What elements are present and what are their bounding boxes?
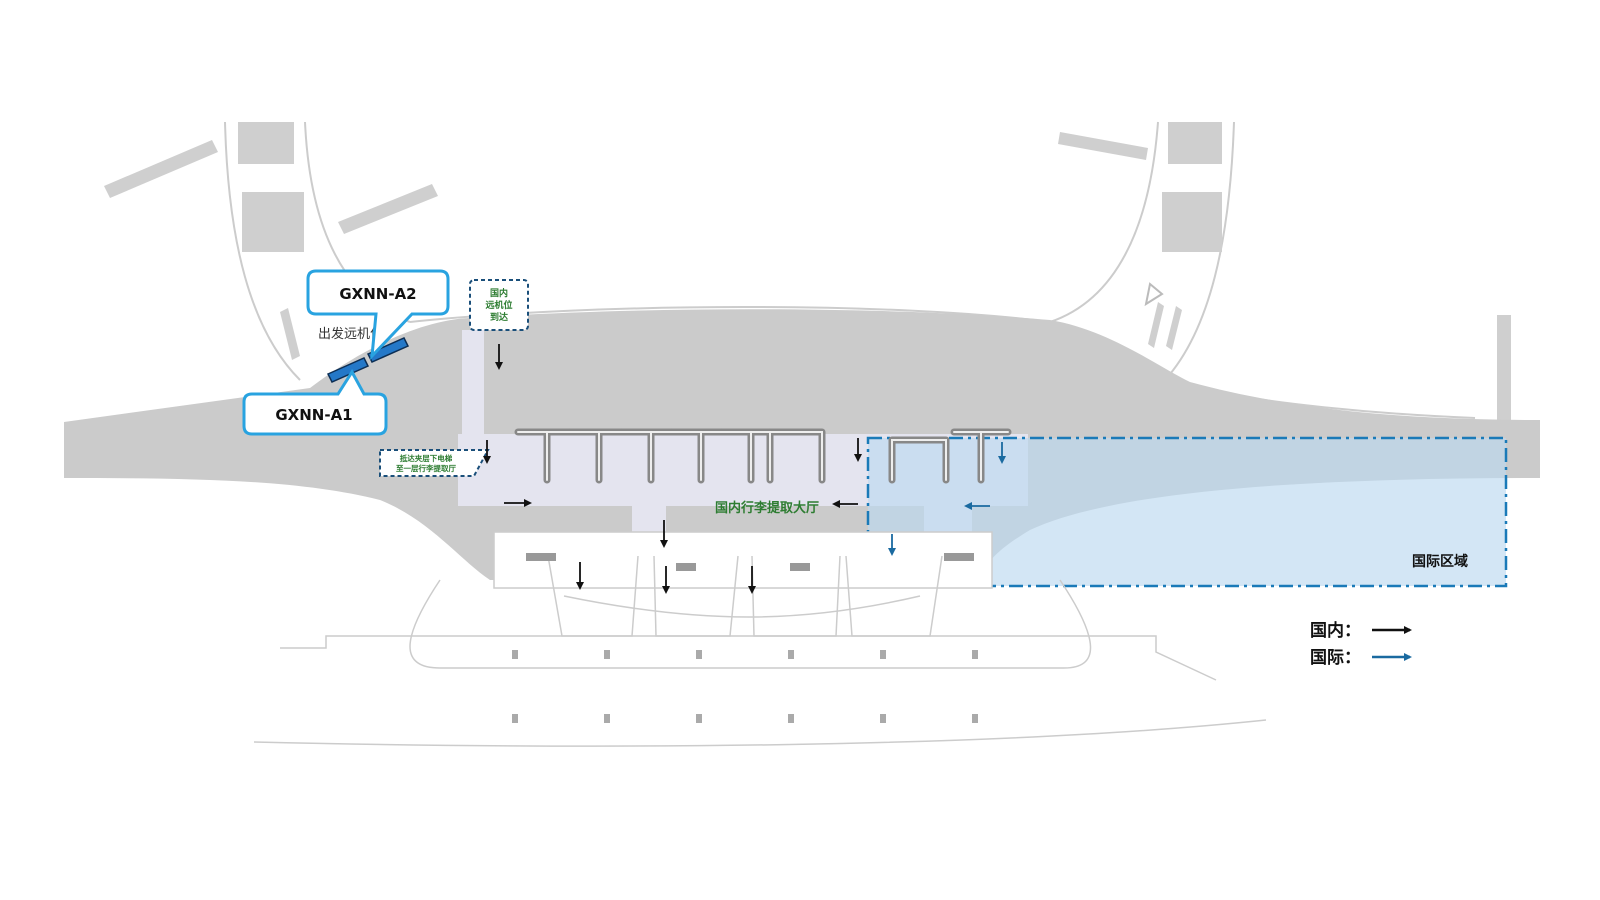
note-arrival-line-2: 远机位 bbox=[485, 299, 512, 311]
domestic-baggage-hall-label: 国内行李提取大厅 bbox=[715, 500, 819, 516]
callout-gxnn-a1: GXNN-A1 bbox=[242, 369, 388, 436]
legend: 国内： 国际： bbox=[1310, 620, 1412, 668]
note-escalator-line-2: 至一层行李提取厅 bbox=[396, 463, 456, 473]
left-stands bbox=[104, 122, 438, 360]
landside-outlines bbox=[253, 531, 1267, 747]
right-stands bbox=[1058, 122, 1511, 423]
legend-international-label: 国际： bbox=[1310, 648, 1361, 668]
callout-gxnn-a2-text: GXNN-A2 bbox=[339, 285, 416, 303]
note-escalator-line-1: 抵达夹层下电梯 bbox=[400, 453, 453, 463]
note-escalator: 抵达夹层下电梯 至一层行李提取厅 bbox=[379, 449, 490, 477]
departure-remote-stand-label: 出发远机位 bbox=[318, 326, 383, 342]
legend-domestic-label: 国内： bbox=[1310, 620, 1361, 641]
international-zone-label: 国际区域 bbox=[1412, 553, 1468, 570]
international-flow-arrows bbox=[888, 442, 1006, 556]
note-domestic-remote-arrival: 国内 远机位 到达 bbox=[469, 279, 529, 331]
domestic-flow-arrows bbox=[483, 344, 862, 594]
note-arrival-line-3: 到达 bbox=[490, 311, 508, 323]
stand-gxnn-a1 bbox=[326, 357, 370, 383]
callout-gxnn-a2: GXNN-A2 bbox=[306, 269, 450, 361]
note-arrival-line-1: 国内 bbox=[490, 287, 508, 299]
callout-gxnn-a1-text: GXNN-A1 bbox=[275, 406, 352, 424]
landside-posts bbox=[512, 553, 978, 723]
